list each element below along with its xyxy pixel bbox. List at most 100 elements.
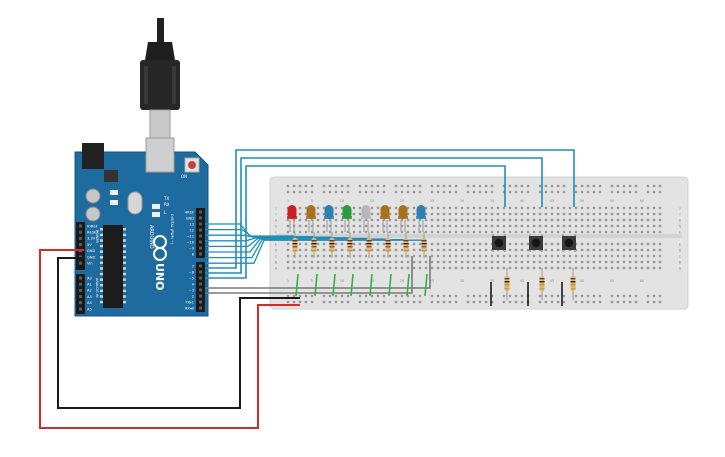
terminal-hole[interactable] bbox=[496, 218, 500, 222]
terminal-hole[interactable] bbox=[628, 230, 632, 234]
terminal-hole[interactable] bbox=[544, 212, 548, 216]
terminal-hole[interactable] bbox=[580, 230, 584, 234]
rail-hole[interactable] bbox=[394, 300, 398, 304]
terminal-hole[interactable] bbox=[610, 248, 614, 252]
terminal-hole[interactable] bbox=[646, 224, 650, 228]
rail-hole[interactable] bbox=[634, 300, 638, 304]
rail-hole[interactable] bbox=[592, 300, 596, 304]
rail-hole[interactable] bbox=[538, 294, 542, 298]
terminal-hole[interactable] bbox=[304, 224, 308, 228]
ground-jumper[interactable] bbox=[369, 273, 373, 297]
terminal-hole[interactable] bbox=[412, 212, 416, 216]
terminal-hole[interactable] bbox=[424, 212, 428, 216]
rail-hole[interactable] bbox=[544, 294, 548, 298]
terminal-hole[interactable] bbox=[478, 266, 482, 270]
terminal-hole[interactable] bbox=[520, 206, 524, 210]
terminal-hole[interactable] bbox=[376, 230, 380, 234]
terminal-hole[interactable] bbox=[628, 266, 632, 270]
rail-hole[interactable] bbox=[538, 184, 542, 188]
terminal-hole[interactable] bbox=[610, 242, 614, 246]
terminal-hole[interactable] bbox=[556, 266, 560, 270]
button-resistor[interactable] bbox=[539, 268, 545, 300]
rail-hole[interactable] bbox=[610, 190, 614, 194]
wire-gray-2[interactable] bbox=[205, 256, 413, 294]
rail-hole[interactable] bbox=[310, 300, 314, 304]
terminal-hole[interactable] bbox=[352, 254, 356, 258]
terminal-hole[interactable] bbox=[364, 254, 368, 258]
terminal-hole[interactable] bbox=[532, 260, 536, 264]
rail-hole[interactable] bbox=[382, 190, 386, 194]
terminal-hole[interactable] bbox=[472, 206, 476, 210]
led-resistor[interactable] bbox=[421, 232, 427, 258]
terminal-hole[interactable] bbox=[562, 260, 566, 264]
terminal-hole[interactable] bbox=[616, 230, 620, 234]
terminal-hole[interactable] bbox=[340, 230, 344, 234]
terminal-hole[interactable] bbox=[406, 212, 410, 216]
header-pin[interactable] bbox=[199, 264, 202, 268]
terminal-hole[interactable] bbox=[406, 254, 410, 258]
terminal-hole[interactable] bbox=[484, 218, 488, 222]
rail-hole[interactable] bbox=[364, 294, 368, 298]
terminal-hole[interactable] bbox=[316, 254, 320, 258]
rail-hole[interactable] bbox=[304, 184, 308, 188]
header-pin[interactable] bbox=[199, 276, 202, 280]
rail-hole[interactable] bbox=[580, 190, 584, 194]
rail-hole[interactable] bbox=[406, 294, 410, 298]
rail-hole[interactable] bbox=[328, 300, 332, 304]
terminal-hole[interactable] bbox=[520, 218, 524, 222]
rail-hole[interactable] bbox=[466, 184, 470, 188]
terminal-hole[interactable] bbox=[400, 230, 404, 234]
terminal-hole[interactable] bbox=[430, 218, 434, 222]
terminal-hole[interactable] bbox=[490, 254, 494, 258]
ground-jumper[interactable] bbox=[332, 273, 336, 297]
terminal-hole[interactable] bbox=[532, 266, 536, 270]
rail-hole[interactable] bbox=[646, 190, 650, 194]
terminal-hole[interactable] bbox=[382, 254, 386, 258]
terminal-hole[interactable] bbox=[490, 224, 494, 228]
terminal-hole[interactable] bbox=[586, 212, 590, 216]
terminal-hole[interactable] bbox=[454, 266, 458, 270]
terminal-hole[interactable] bbox=[508, 212, 512, 216]
rail-hole[interactable] bbox=[304, 294, 308, 298]
terminal-hole[interactable] bbox=[520, 230, 524, 234]
terminal-hole[interactable] bbox=[652, 230, 656, 234]
rail-hole[interactable] bbox=[376, 300, 380, 304]
rail-hole[interactable] bbox=[502, 190, 506, 194]
terminal-hole[interactable] bbox=[454, 218, 458, 222]
rail-hole[interactable] bbox=[394, 190, 398, 194]
wire-button-1[interactable] bbox=[205, 165, 506, 279]
terminal-hole[interactable] bbox=[376, 212, 380, 216]
terminal-hole[interactable] bbox=[520, 254, 524, 258]
terminal-hole[interactable] bbox=[550, 266, 554, 270]
terminal-hole[interactable] bbox=[634, 230, 638, 234]
terminal-hole[interactable] bbox=[538, 212, 542, 216]
terminal-hole[interactable] bbox=[376, 266, 380, 270]
terminal-hole[interactable] bbox=[472, 212, 476, 216]
rail-hole[interactable] bbox=[472, 300, 476, 304]
rail-hole[interactable] bbox=[634, 294, 638, 298]
terminal-hole[interactable] bbox=[610, 212, 614, 216]
terminal-hole[interactable] bbox=[286, 230, 290, 234]
terminal-hole[interactable] bbox=[586, 266, 590, 270]
terminal-hole[interactable] bbox=[406, 230, 410, 234]
terminal-hole[interactable] bbox=[562, 254, 566, 258]
terminal-hole[interactable] bbox=[424, 230, 428, 234]
rail-hole[interactable] bbox=[478, 300, 482, 304]
terminal-hole[interactable] bbox=[496, 224, 500, 228]
rail-hole[interactable] bbox=[598, 190, 602, 194]
terminal-hole[interactable] bbox=[538, 206, 542, 210]
led-amber[interactable] bbox=[398, 205, 408, 232]
terminal-hole[interactable] bbox=[286, 254, 290, 258]
terminal-hole[interactable] bbox=[322, 224, 326, 228]
rail-hole[interactable] bbox=[328, 190, 332, 194]
terminal-hole[interactable] bbox=[352, 242, 356, 246]
terminal-hole[interactable] bbox=[514, 242, 518, 246]
terminal-hole[interactable] bbox=[598, 266, 602, 270]
header-pin[interactable] bbox=[79, 307, 82, 311]
terminal-hole[interactable] bbox=[544, 242, 548, 246]
terminal-hole[interactable] bbox=[472, 242, 476, 246]
terminal-hole[interactable] bbox=[484, 230, 488, 234]
terminal-hole[interactable] bbox=[490, 266, 494, 270]
terminal-hole[interactable] bbox=[448, 260, 452, 264]
rail-hole[interactable] bbox=[544, 190, 548, 194]
